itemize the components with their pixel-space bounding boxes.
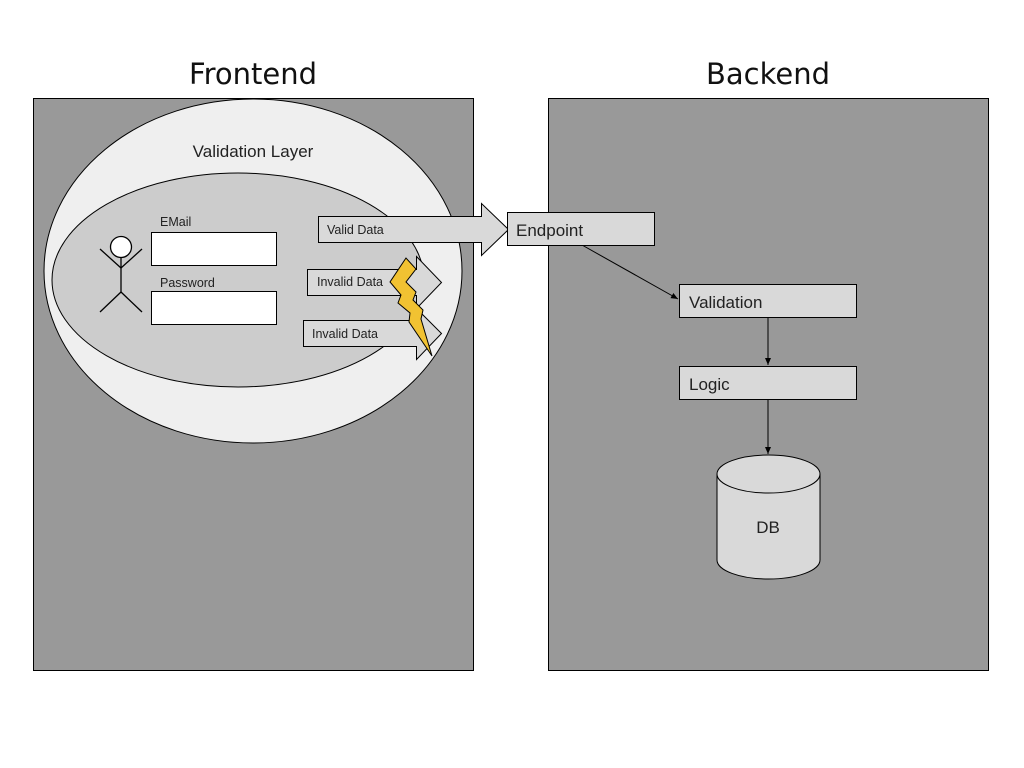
logic-node: Logic: [679, 366, 857, 400]
logic-node-label: Logic: [689, 375, 730, 394]
validation-node-label: Validation: [689, 293, 762, 312]
email-label: EMail: [160, 215, 191, 229]
valid-data-label: Valid Data: [327, 223, 384, 237]
backend-panel: Validation Logic DB: [548, 98, 989, 671]
password-field[interactable]: [151, 291, 277, 325]
validation-node: Validation: [679, 284, 857, 318]
frontend-title: Frontend: [189, 57, 317, 91]
db-label: DB: [756, 518, 780, 537]
endpoint-to-validation-connector: [581, 244, 679, 300]
password-label: Password: [160, 276, 215, 290]
valid-data-arrow: Valid Data: [318, 202, 510, 257]
endpoint-node-label: Endpoint: [516, 221, 583, 240]
invalid-data-arrow: Invalid Data: [303, 307, 443, 361]
lightning-bolt-icon: [389, 257, 433, 357]
endpoint-node: Endpoint: [507, 212, 655, 246]
invalid-data-label: Invalid Data: [317, 275, 383, 289]
invalid-data-label: Invalid Data: [312, 327, 378, 341]
user-icon: [99, 235, 143, 313]
email-field[interactable]: [151, 232, 277, 266]
frontend-panel: Validation Layer EMail Password Valid Da…: [33, 98, 510, 671]
database-icon: DB: [716, 454, 821, 580]
validation-layer-label: Validation Layer: [193, 142, 314, 161]
backend-title: Backend: [706, 57, 830, 91]
